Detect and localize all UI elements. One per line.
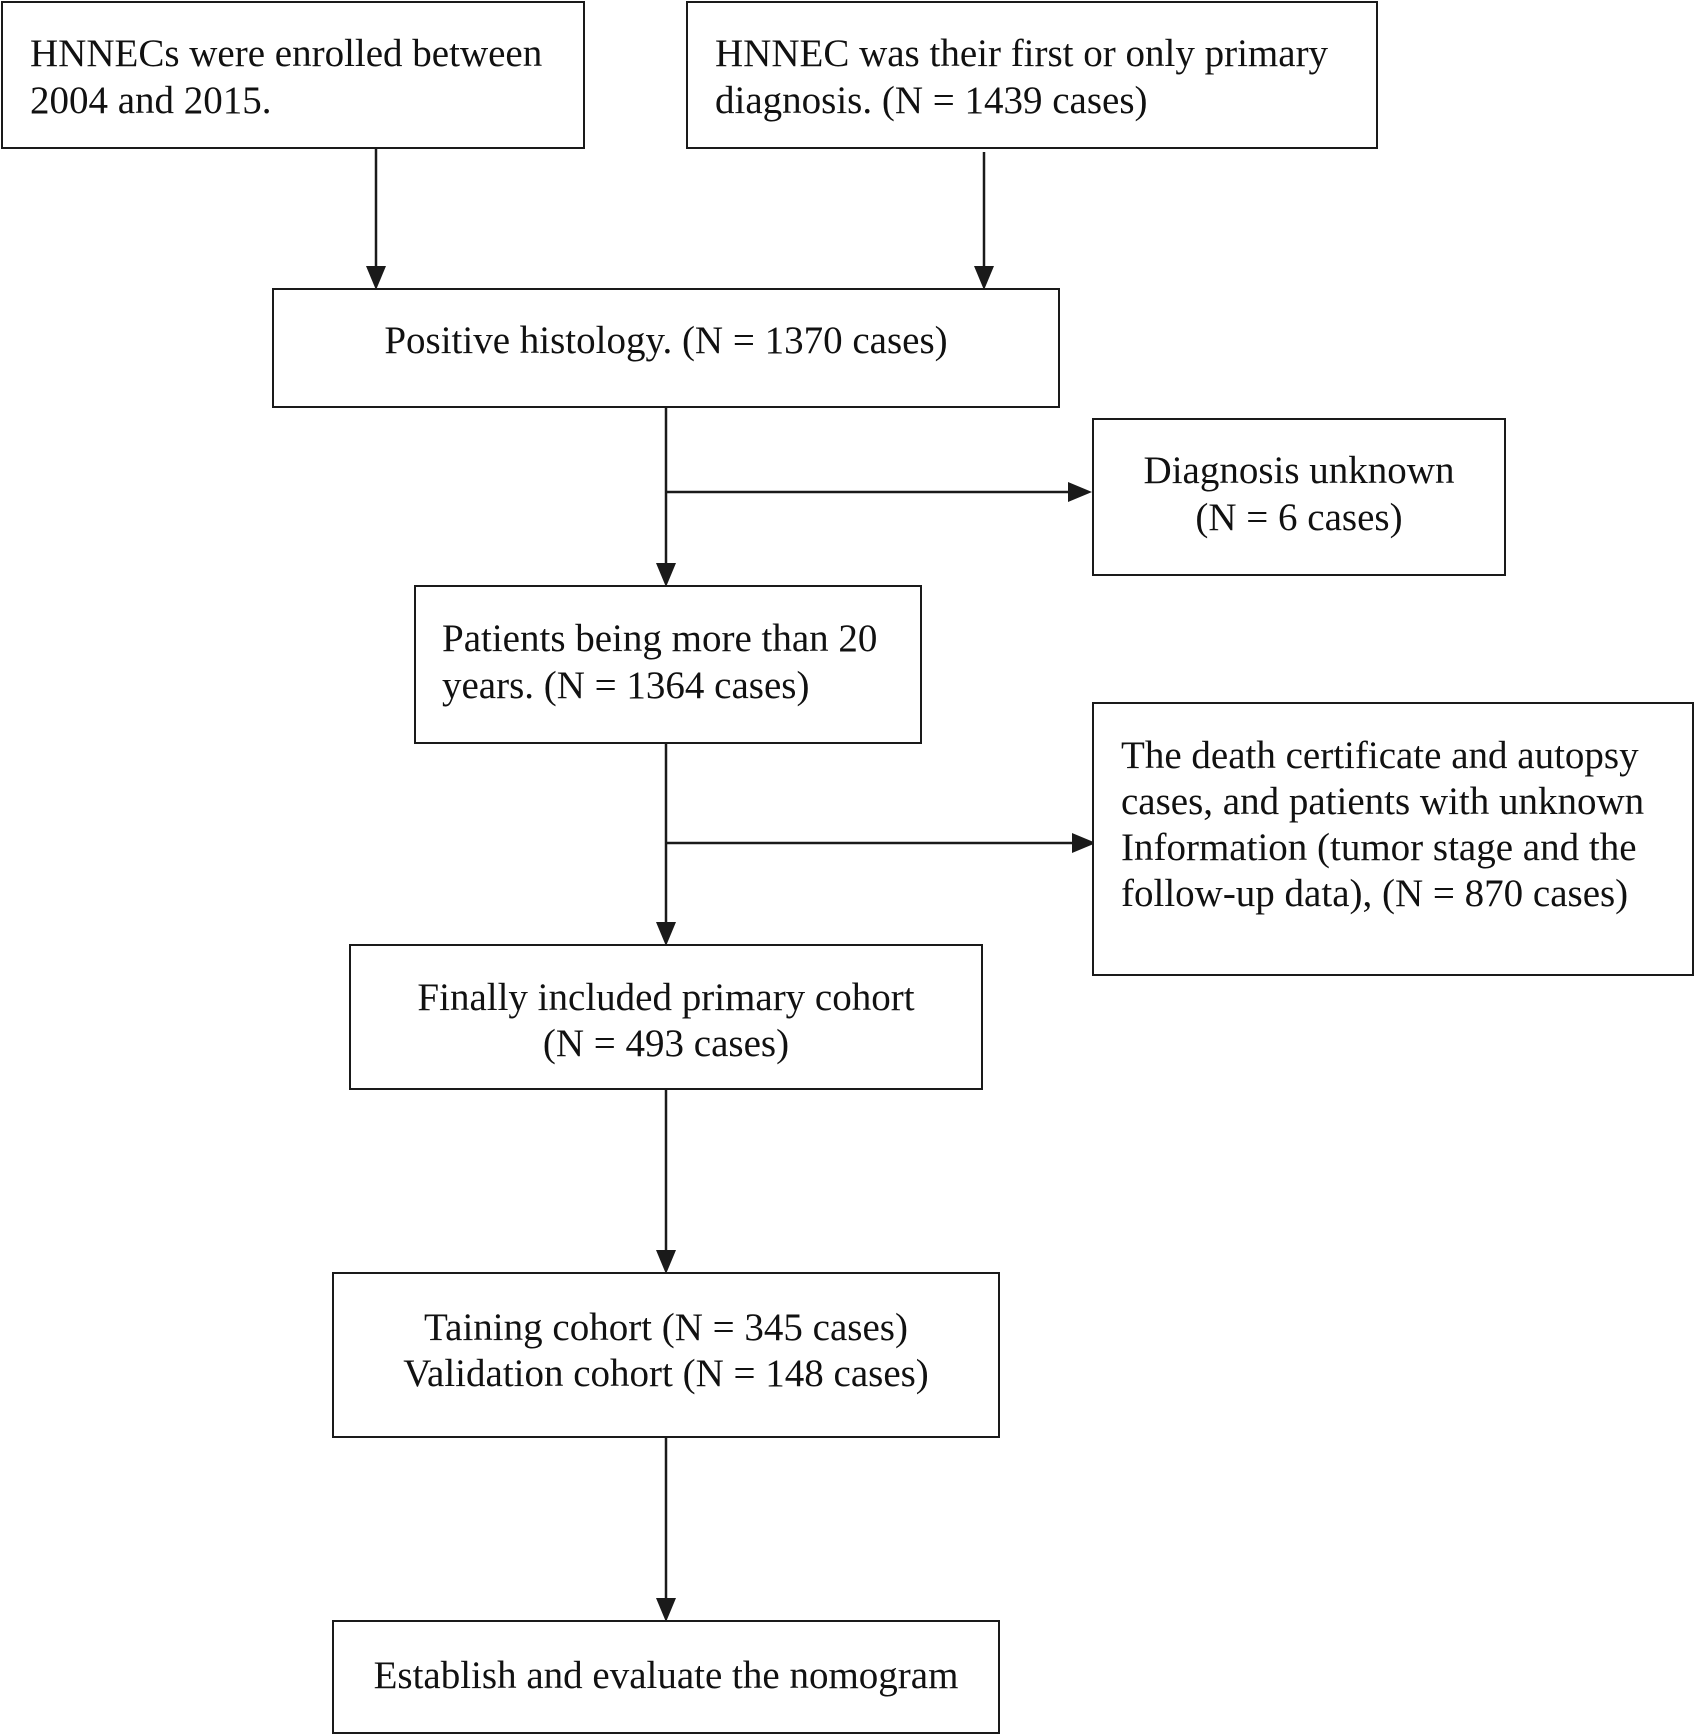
box-diagnosis-unknown (1092, 418, 1506, 576)
arrowhead-down (656, 1598, 676, 1622)
excluded-unknown-line-2: cases, and patients with unknown (1121, 780, 1645, 823)
arrowhead-right (1068, 482, 1092, 502)
excluded-unknown-line-3: Information (tumor stage and the (1121, 826, 1637, 869)
box-positive-histology (272, 288, 1060, 408)
nomogram-label: Establish and evaluate the nomogram (373, 1654, 959, 1697)
arrowhead-right (1072, 833, 1096, 853)
excluded-unknown-line-1: The death certificate and autopsy (1121, 734, 1639, 777)
age-over-20-line-2: years. (N = 1364 cases) (442, 664, 810, 707)
validation-cohort-label: Validation cohort (N = 148 cases) (403, 1352, 929, 1395)
enrolled-line-2: 2004 and 2015. (30, 79, 272, 122)
arrowhead-down (974, 266, 994, 290)
box-primary-cohort (349, 944, 983, 1090)
arrowhead-down (656, 1250, 676, 1274)
diagnosis-unknown-line-2: (N = 6 cases) (1195, 496, 1403, 539)
primary-cohort-line-1: Finally included primary cohort (417, 976, 915, 1019)
positive-histology-label: Positive histology. (N = 1370 cases) (384, 319, 948, 362)
enrolled-line-1: HNNECs were enrolled between (30, 32, 543, 75)
training-cohort-label: Taining cohort (N = 345 cases) (424, 1306, 908, 1349)
box-age-over-20 (414, 585, 922, 744)
arrowhead-down (656, 922, 676, 946)
arrowhead-down (366, 266, 386, 290)
age-over-20-line-1: Patients being more than 20 (442, 617, 878, 660)
box-nomogram (332, 1620, 1000, 1734)
excluded-unknown-line-4: follow-up data), (N = 870 cases) (1121, 872, 1629, 915)
box-enrolled (1, 1, 585, 149)
box-excluded-unknown (1092, 702, 1694, 976)
box-cohort-split (332, 1272, 1000, 1438)
first-primary-line-1: HNNEC was their first or only primary (715, 32, 1329, 75)
box-first-primary (686, 1, 1378, 149)
primary-cohort-line-2: (N = 493 cases) (542, 1022, 790, 1065)
first-primary-line-2: diagnosis. (N = 1439 cases) (715, 79, 1148, 122)
arrowhead-down (656, 563, 676, 587)
diagnosis-unknown-line-1: Diagnosis unknown (1143, 449, 1455, 492)
